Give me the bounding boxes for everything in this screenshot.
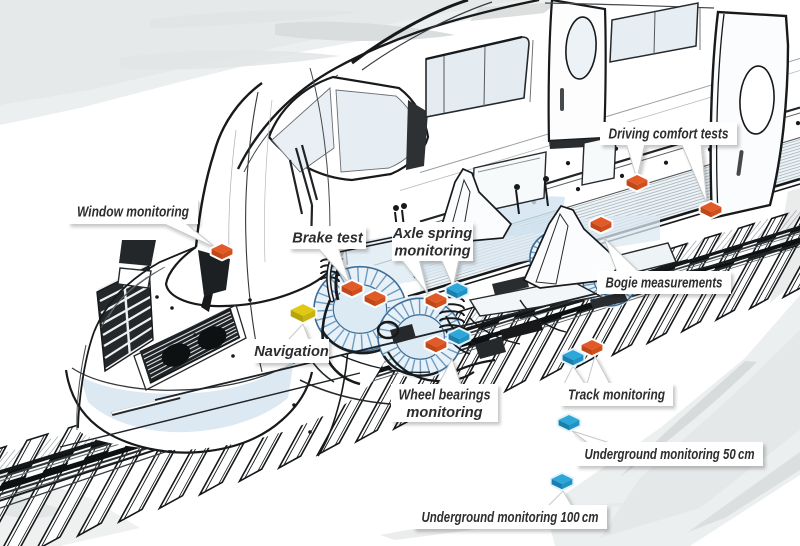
svg-text:Track monitoring: Track monitoring [568,388,665,404]
svg-text:Window monitoring: Window monitoring [77,205,189,221]
svg-text:Underground monitoring 50 cm: Underground monitoring 50 cm [585,447,755,463]
svg-text:Brake test: Brake test [292,231,364,247]
svg-text:Axle spring: Axle spring [392,226,473,242]
svg-text:Navigation: Navigation [254,344,329,360]
svg-text:monitoring: monitoring [406,405,482,421]
svg-text:Wheel bearings: Wheel bearings [399,387,491,403]
svg-text:Bogie measurements: Bogie measurements [606,276,723,292]
svg-text:Underground monitoring 100 cm: Underground monitoring 100 cm [422,510,599,526]
svg-text:Driving comfort tests: Driving comfort tests [609,127,729,143]
svg-text:monitoring: monitoring [394,243,470,259]
